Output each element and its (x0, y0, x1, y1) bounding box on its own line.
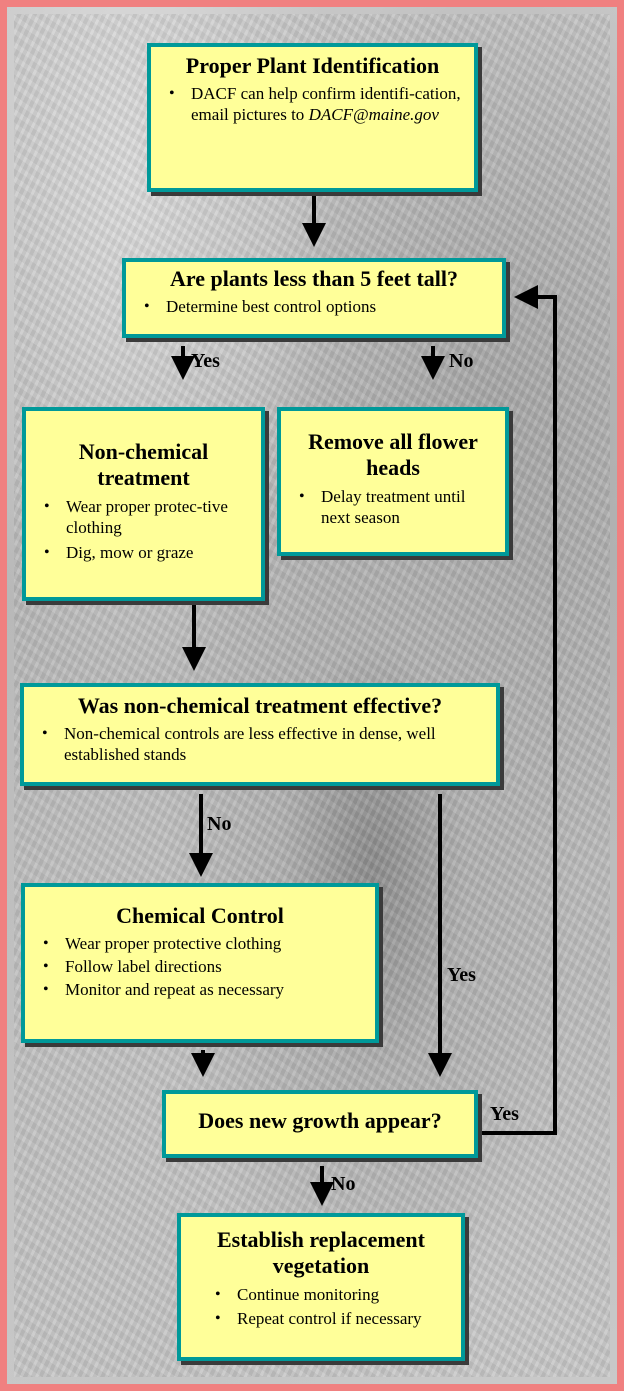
box-title: Establish replacement vegetation (217, 1227, 425, 1279)
box-chemical-control: Chemical Control Wear proper protective … (21, 883, 379, 1043)
label-no-new-growth: No (331, 1173, 356, 1195)
box-title: Was non-chemical treatment effective? (77, 693, 443, 718)
label-no-effective: No (207, 813, 232, 835)
bullet-item: Continue monitoring (215, 1284, 451, 1305)
box-title: Non-chemical treatment (78, 439, 209, 491)
bullet-item: Non-chemical controls are less effective… (42, 723, 486, 765)
box-title: Proper Plant Identification (185, 53, 440, 78)
box-title: Remove all flower heads (308, 429, 478, 481)
bullet-item: DACF can help confirm identifi-cation, e… (169, 83, 464, 125)
box-proper-plant-identification: Proper Plant Identification DACF can hel… (147, 43, 478, 192)
box-title: Are plants less than 5 feet tall? (169, 266, 459, 291)
bullet-item: Monitor and repeat as necessary (43, 979, 365, 1000)
email-address: DACF@maine.gov (308, 105, 439, 125)
box-title: Does new growth appear? (198, 1108, 442, 1133)
bullet-item: Determine best control options (144, 296, 492, 317)
bullet-item: Follow label directions (43, 956, 365, 977)
label-no-small-plants: No (449, 350, 474, 372)
bullet-item: Dig, mow or graze (44, 542, 251, 563)
box-new-growth-check: Does new growth appear? (162, 1090, 478, 1158)
box-effectiveness-check: Was non-chemical treatment effective? No… (20, 683, 500, 786)
bullet-item: Wear proper protective clothing (43, 933, 365, 954)
box-remove-flower-heads: Remove all flower heads Delay treatment … (277, 407, 509, 556)
label-yes-small-plants: Yes (191, 350, 220, 372)
box-establish-replacement-vegetation: Establish replacement vegetation Continu… (177, 1213, 465, 1361)
box-non-chemical-treatment: Non-chemical treatment Wear proper prote… (22, 407, 265, 601)
bullet-item: Repeat control if necessary (215, 1308, 451, 1329)
arrow-growth-yes-loop (479, 285, 557, 1135)
box-height-check: Are plants less than 5 feet tall? Determ… (122, 258, 506, 338)
bullet-item: Wear proper protec-tive clothing (44, 496, 251, 538)
label-yes-effective: Yes (447, 964, 476, 986)
box-title: Chemical Control (116, 903, 284, 928)
bullet-item: Delay treatment until next season (299, 486, 495, 528)
label-yes-new-growth: Yes (490, 1103, 519, 1125)
